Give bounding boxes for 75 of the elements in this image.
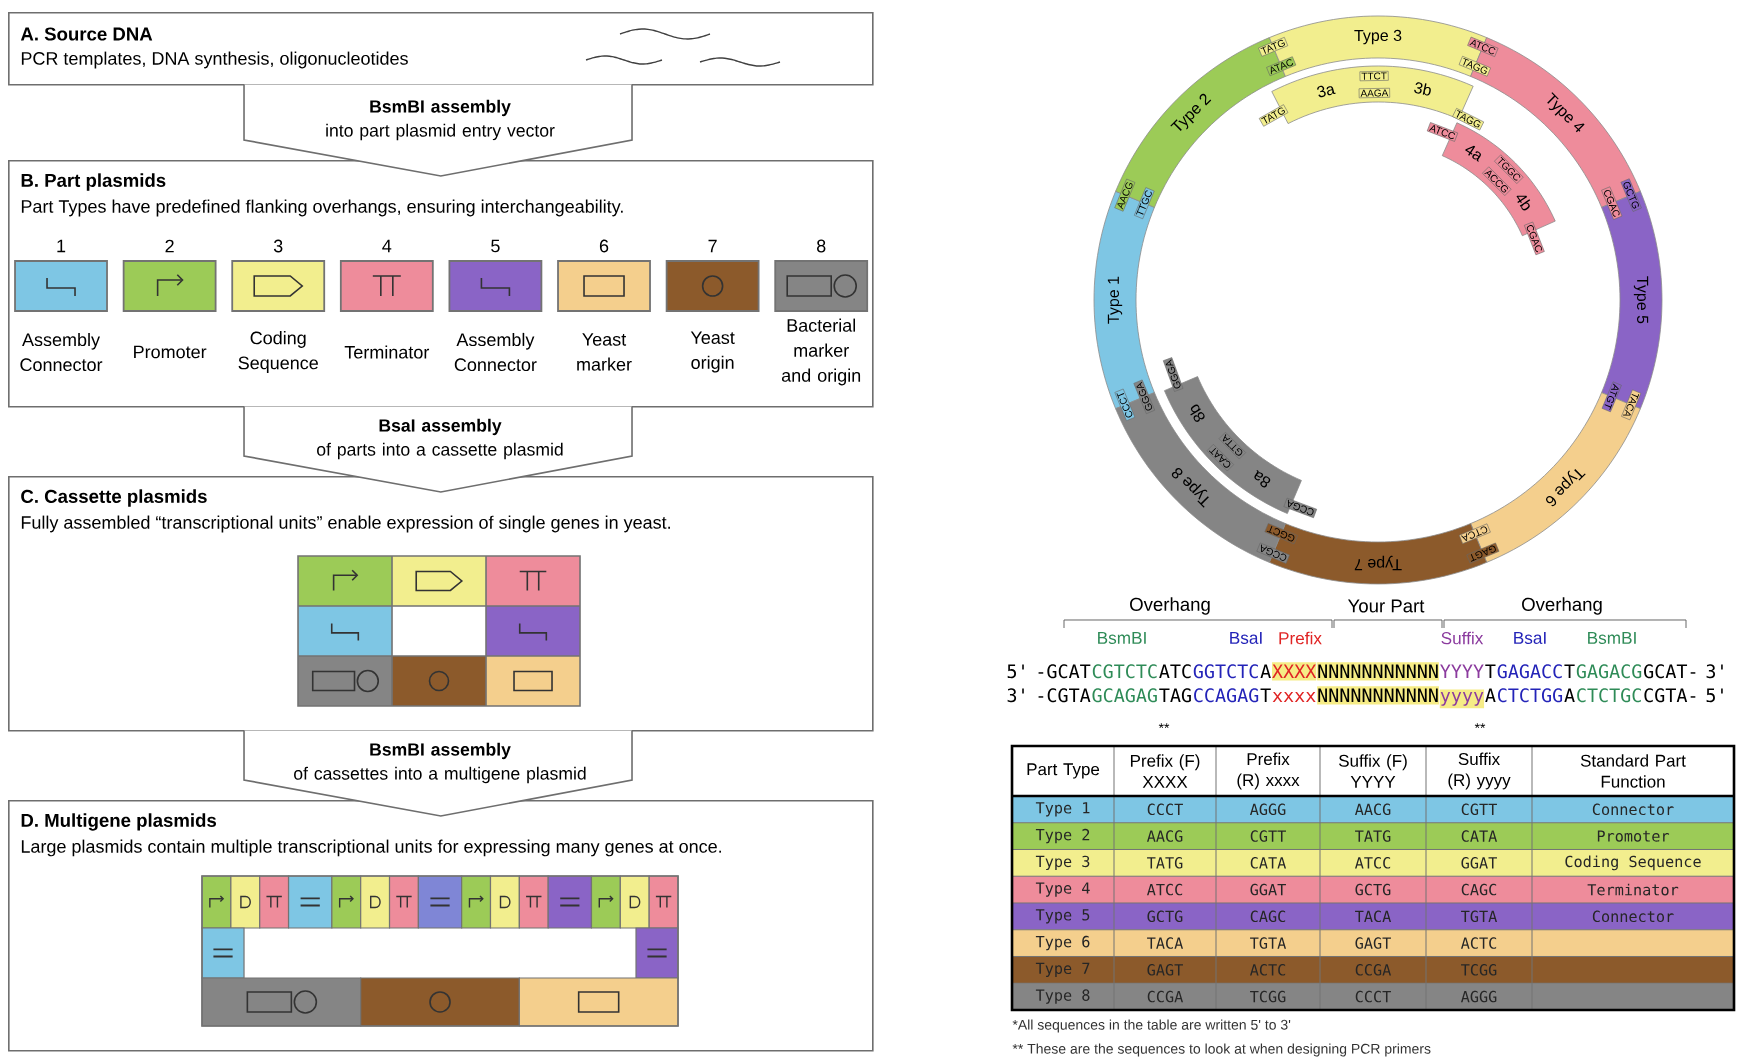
table-header: Suffix (F) YYYY <box>1339 754 1407 788</box>
node-label: Assembly Connector <box>20 332 103 372</box>
node-label: Terminator <box>344 345 430 359</box>
sequence-text: 3' <box>1007 688 1024 703</box>
panel: A. Source DNA PCR templates, DNA synthesis, oligonucleotides <box>8 12 874 86</box>
assembly-arrow <box>243 405 633 493</box>
node-label: 5 <box>491 239 500 253</box>
part-card: 1 Assembly Connector <box>14 239 108 372</box>
sequence-text: CCAGAG <box>1194 688 1259 703</box>
sequence-text: A <box>1260 664 1271 678</box>
edge-label: BsmBI assembly into part plasmid entry vector <box>326 99 555 141</box>
sequence-text: 5' <box>1706 688 1723 703</box>
highlighted-sequence: XXXX <box>1272 662 1317 681</box>
sequence-label: BsaI <box>1514 632 1546 644</box>
sequence-text: ATC <box>1159 664 1191 679</box>
sequence-text: CGTCTC <box>1092 664 1157 679</box>
sequence-label: Overhang <box>1522 597 1602 615</box>
panel: C. Cassette plasmids Fully assembled “transcriptional units” enable expression of single genes in yeast. <box>8 476 874 732</box>
panel: D. Multigene plasmids Large plasmids contain multiple transcriptional units for expressing many genes at once. <box>8 800 874 1052</box>
sequence-text: -CGTA <box>1038 688 1091 703</box>
assembly-arrow <box>243 729 633 817</box>
sequence-text: xxxx <box>1272 691 1316 702</box>
table-header: Standard Part Function <box>1580 754 1686 788</box>
sequence-label: BsaI <box>1230 632 1262 644</box>
edge-label: BsaI assembly of parts into a cassette plasmid <box>317 418 563 460</box>
node-label: 3 <box>273 239 283 253</box>
sequence-text: A <box>1485 688 1496 702</box>
node-label: 4 <box>382 239 392 253</box>
sequence-text: A <box>1564 688 1575 702</box>
sequence-text: CGTA- <box>1644 688 1696 703</box>
sequence-label: BsmBI <box>1098 632 1146 644</box>
sequence-label: BsmBI <box>1588 632 1636 644</box>
sequence-text: 3' <box>1706 664 1723 679</box>
sequence-label: Overhang <box>1130 597 1210 615</box>
node-label: Yeast origin <box>690 331 735 373</box>
table-header: Prefix (R) xxxx <box>1237 752 1300 790</box>
part-card: 6 Yeast marker <box>557 239 651 371</box>
sequence-text: YYYY <box>1440 664 1484 678</box>
assembly-arrow <box>243 83 633 177</box>
part-card: 2 Promoter <box>122 239 217 359</box>
sequence-text: T <box>1564 664 1575 678</box>
node-label: 7 <box>708 239 717 253</box>
sequence-text: CTCTGC <box>1577 688 1641 703</box>
sequence-text: GAGACC <box>1497 664 1562 679</box>
part-card: 8 Bacterial marker and origin <box>774 239 869 386</box>
edge-label: BsmBI assembly of cassettes into a multigene plasmid <box>294 742 586 784</box>
sequence-text: CTCTGG <box>1498 688 1563 703</box>
table-header: Prefix (F) XXXX <box>1131 754 1200 788</box>
sequence-text: GCAT- <box>1644 664 1696 679</box>
sequence-text: T <box>1485 664 1496 678</box>
part-card: 4 Terminator <box>339 239 434 359</box>
sequence-label: Suffix <box>1441 631 1484 645</box>
sequence-text: T <box>1260 688 1271 702</box>
table-header: Suffix (R) yyyy <box>1448 752 1511 790</box>
node-label: Assembly Connector <box>454 332 537 372</box>
node-label: 1 <box>57 239 66 253</box>
part-card: 7 Yeast origin <box>665 239 760 373</box>
part-card: 5 Assembly Connector <box>448 239 543 372</box>
node-label: Coding Sequence <box>238 331 318 373</box>
sequence-text: GCAGAG <box>1092 688 1157 703</box>
node-label: Bacterial marker and origin <box>781 318 861 386</box>
node-label: Promoter <box>134 345 207 359</box>
sequence-text: GGTCTC <box>1193 664 1258 679</box>
highlighted-sequence: yyyy <box>1439 689 1485 709</box>
part-card: 3 Coding Sequence <box>231 239 326 373</box>
node-label: 2 <box>165 239 174 253</box>
sequence-text: -GCAT <box>1038 664 1091 679</box>
table-header: Part Type <box>1027 763 1100 779</box>
sequence-label: Prefix <box>1279 631 1322 645</box>
node-label: Yeast marker <box>577 333 632 371</box>
sequence-text: 5' <box>1007 664 1024 679</box>
sequence-text: TAG <box>1159 688 1191 703</box>
node-label: 8 <box>816 239 826 253</box>
sequence-text: GAGACG <box>1576 664 1642 679</box>
node-label: 6 <box>599 239 609 253</box>
